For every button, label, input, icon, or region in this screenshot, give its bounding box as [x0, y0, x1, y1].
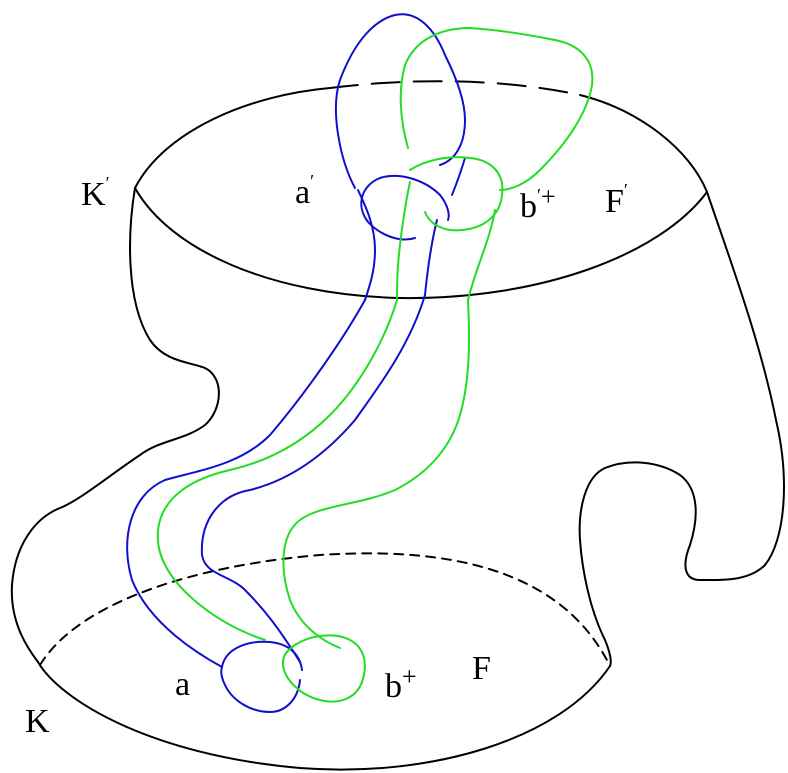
label-b-plus: b+	[385, 664, 417, 705]
label-k-prime-base: K	[81, 176, 106, 213]
top-boundary-back-dashed	[329, 80, 581, 96]
label-k-prime-mark: ′	[105, 173, 110, 193]
label-a: a	[175, 666, 191, 703]
surface-right-side	[578, 191, 785, 667]
curve-b-strand-inner	[396, 181, 411, 301]
curve-a-descent-left	[126, 299, 366, 668]
curve-b-top-loop	[409, 156, 504, 232]
label-b-plus-base: b	[385, 668, 402, 705]
curve-b-strand-outer	[467, 209, 496, 301]
label-a-prime: a′	[295, 172, 314, 211]
curve-b-descent-right	[282, 299, 471, 649]
label-a-prime-base: a	[295, 174, 311, 211]
curve-a-bottom-loop	[220, 640, 303, 713]
curve-b-bottom-loop	[281, 634, 366, 703]
label-b-prime-plus-sign: +	[540, 182, 556, 211]
label-f-prime-base: F	[605, 183, 624, 220]
label-b-plus-sign: +	[402, 662, 417, 691]
top-boundary-back-left	[134, 87, 331, 189]
bottom-boundary-front	[37, 661, 611, 771]
bottom-boundary-back-dashed	[39, 552, 611, 667]
label-k: K	[25, 703, 50, 740]
surface-left-side	[10, 187, 220, 663]
label-f-prime-mark: ′	[623, 180, 628, 200]
label-b-prime-plus-base: b	[520, 188, 537, 225]
label-a-prime-mark: ′	[310, 171, 315, 191]
curve-b-descent-left	[156, 299, 398, 641]
curve-a-top-stub	[451, 157, 466, 196]
curve-a-top-knot	[334, 13, 466, 189]
top-boundary-front	[134, 187, 708, 300]
label-b-prime-plus: b′+	[520, 184, 556, 225]
curve-b-top-knot	[399, 27, 594, 191]
label-f-prime: F′	[605, 181, 628, 220]
curve-a-strand-inner	[357, 189, 376, 301]
curve-a-top-loop	[360, 174, 450, 241]
label-k-prime: K′	[81, 174, 110, 213]
curve-a-descent-right	[200, 294, 426, 663]
top-boundary-back-right	[579, 94, 708, 193]
label-f: F	[472, 650, 491, 687]
label-b-prime-plus-mark: ′	[537, 185, 541, 205]
curve-a-strand-outer	[424, 219, 438, 296]
